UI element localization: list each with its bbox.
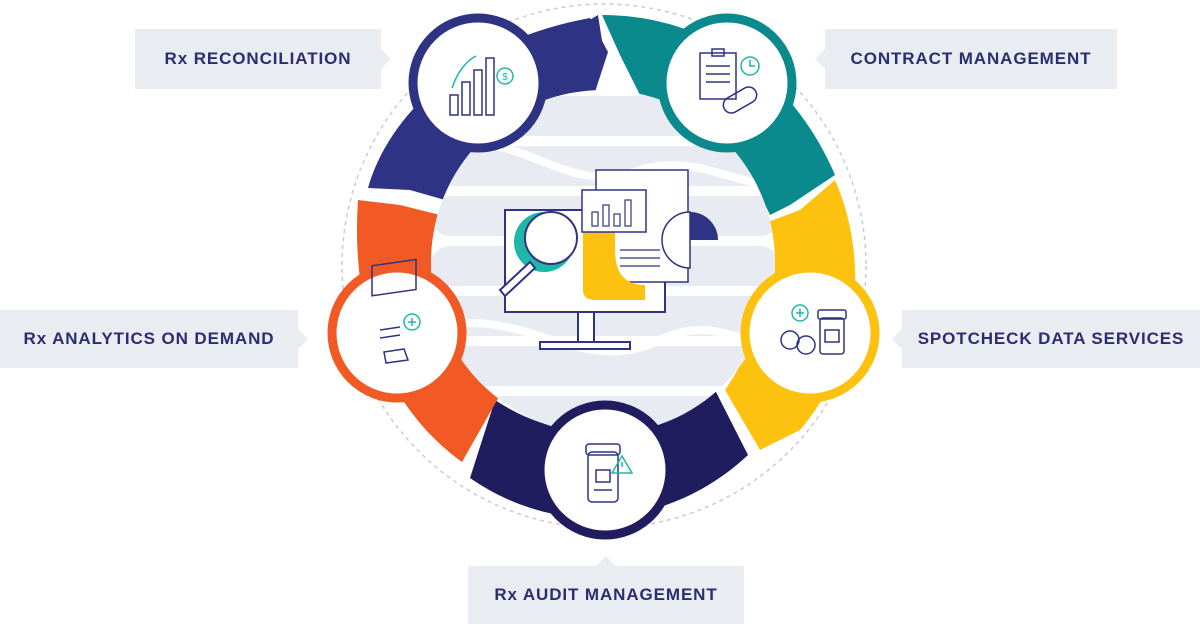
svg-text:$: $ [502,72,508,83]
label-contract-management: CONTRACT MANAGEMENT [815,29,1117,89]
node-spotcheck-data-services [740,263,880,403]
pill-bottle-warning-icon [585,443,634,503]
bar-chart-dollar-icon: $ [449,55,514,116]
label-rx-audit-management: Rx AUDIT MANAGEMENT [468,556,744,624]
node-rx-reconciliation: $ [408,13,548,153]
label-rx-analytics-on-demand: Rx ANALYTICS ON DEMAND [0,310,308,368]
node-rx-analytics-on-demand [327,258,467,403]
clipboard-clock-pill-icon [699,48,760,114]
glasses-pill-bottle-icon [780,304,847,355]
label-spotcheck-data-services: SPOTCHECK DATA SERVICES [892,310,1200,368]
monitor-plus-icon [371,258,421,364]
label-rx-reconciliation: Rx RECONCILIATION [135,29,391,89]
monitor-reports-magnifier-icon [498,169,718,350]
node-contract-management [657,13,797,153]
node-rx-audit-management [535,400,675,540]
